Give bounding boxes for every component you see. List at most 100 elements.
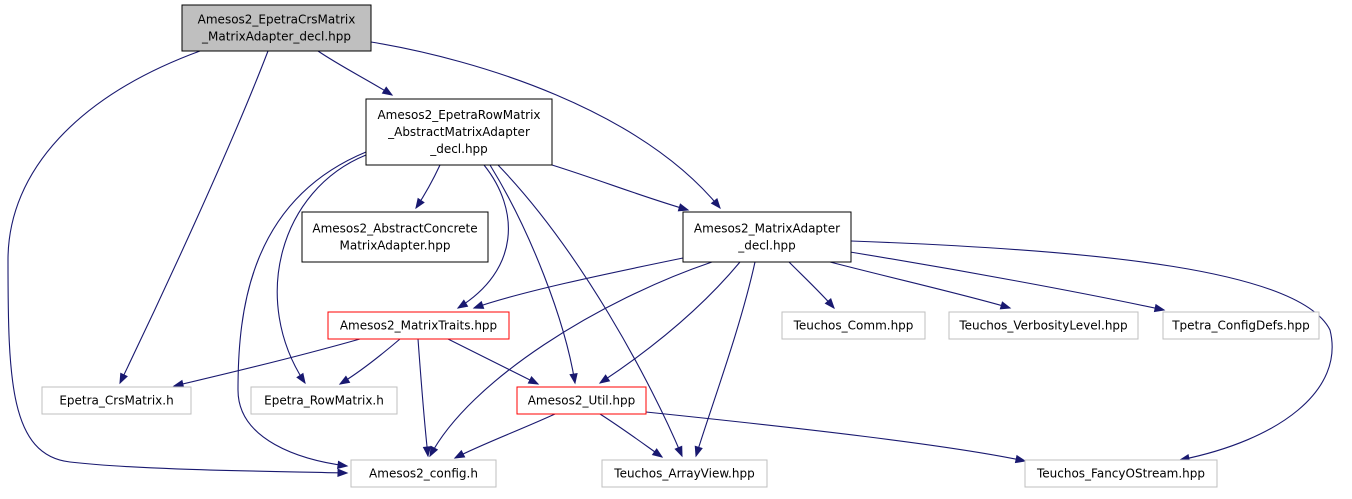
node-label-epetra_row_decl-line-2: _decl.hpp xyxy=(429,142,488,156)
node-box-abstract_concrete xyxy=(301,211,489,263)
node-label-teuchos_comm-line-0: Teuchos_Comm.hpp xyxy=(793,319,914,333)
edge-matrix_adapter_decl-to-amesos2_util xyxy=(599,261,741,384)
edge-matrix_traits-to-epetra_rowmatrix_h xyxy=(339,338,401,385)
node-label-epetra_row_decl-line-0: Amesos2_EpetraRowMatrix xyxy=(377,108,540,122)
node-teuchos_comm[interactable]: Teuchos_Comm.hpp xyxy=(781,311,926,340)
node-matrix_traits[interactable]: Amesos2_MatrixTraits.hpp xyxy=(327,311,510,340)
node-box-amesos2_util xyxy=(516,386,647,415)
node-label-teuchos_fancyostream-line-0: Teuchos_FancyOStream.hpp xyxy=(1036,467,1205,481)
arrowhead-matrix_adapter_decl-to-amesos2_util xyxy=(598,374,611,384)
edge-matrix_traits-to-amesos2_config xyxy=(417,338,429,457)
edge-matrix_adapter_decl-to-teuchos_verbosity xyxy=(829,261,1011,309)
edges-layer xyxy=(7,41,1333,478)
node-label-abstract_concrete-line-0: Amesos2_AbstractConcrete xyxy=(312,222,477,236)
node-label-epetra_row_decl-line-1: _AbstractMatrixAdapter xyxy=(387,125,530,139)
edge-epetra_crs_decl-to-amesos2_config xyxy=(7,50,348,474)
edge-matrix_adapter_decl-to-matrix_traits xyxy=(473,257,684,309)
node-box-epetra_rowmatrix_h xyxy=(250,386,398,415)
arrowhead-epetra_row_decl-to-matrix_traits xyxy=(456,299,469,309)
node-matrix_adapter_decl[interactable]: Amesos2_MatrixAdapter _decl.hpp xyxy=(682,211,852,263)
node-label-abstract_concrete-line-1: MatrixAdapter.hpp xyxy=(340,239,451,253)
node-label-amesos2_util-line-0: Amesos2_Util.hpp xyxy=(528,394,636,408)
node-box-teuchos_verbosity xyxy=(948,311,1139,340)
node-epetra_crsmatrix_h[interactable]: Epetra_CrsMatrix.h xyxy=(41,386,192,415)
node-label-tpetra_configdefs-line-0: Tpetra_ConfigDefs.hpp xyxy=(1171,319,1310,333)
arrowhead-matrix_adapter_decl-to-tpetra_configdefs xyxy=(1153,303,1166,313)
arrowhead-matrix_adapter_decl-to-teuchos_arrayview xyxy=(694,445,703,458)
arrowhead-matrix_adapter_decl-to-teuchos_verbosity xyxy=(999,301,1012,310)
node-label-epetra_crs_decl-line-0: Amesos2_EpetraCrsMatrix xyxy=(198,13,356,27)
node-epetra_rowmatrix_h[interactable]: Epetra_RowMatrix.h xyxy=(250,386,398,415)
edge-amesos2_util-to-teuchos_arrayview xyxy=(599,413,663,458)
arrowhead-epetra_crs_decl-to-matrix_adapter_decl xyxy=(710,197,721,210)
arrowhead-matrix_adapter_decl-to-amesos2_config xyxy=(429,445,439,458)
arrowhead-amesos2_util-to-amesos2_config xyxy=(453,449,466,459)
node-box-matrix_adapter_decl xyxy=(682,211,852,263)
arrowhead-matrix_traits-to-amesos2_config xyxy=(422,446,432,458)
arrowhead-matrix_traits-to-epetra_rowmatrix_h xyxy=(338,375,351,385)
edge-epetra_row_decl-to-epetra_rowmatrix_h xyxy=(276,154,367,384)
edge-matrix_adapter_decl-to-teuchos_fancyostream xyxy=(850,240,1333,461)
nodes-layer: Amesos2_EpetraCrsMatrix _MatrixAdapter_de… xyxy=(41,4,1320,488)
arrowhead-matrix_traits-to-amesos2_util xyxy=(527,375,540,385)
edge-matrix_adapter_decl-to-teuchos_comm xyxy=(788,261,835,309)
edge-matrix_adapter_decl-to-tpetra_configdefs xyxy=(849,251,1165,311)
node-label-epetra_crsmatrix_h-line-0: Epetra_CrsMatrix.h xyxy=(59,394,173,408)
node-amesos2_config[interactable]: Amesos2_config.h xyxy=(350,459,497,488)
node-epetra_crs_decl[interactable]: Amesos2_EpetraCrsMatrix _MatrixAdapter_de… xyxy=(181,4,372,52)
edge-matrix_adapter_decl-to-teuchos_arrayview xyxy=(695,261,756,457)
node-teuchos_fancyostream[interactable]: Teuchos_FancyOStream.hpp xyxy=(1024,459,1218,488)
node-label-matrix_adapter_decl-line-1: _decl.hpp xyxy=(737,239,796,253)
node-label-amesos2_config-line-0: Amesos2_config.h xyxy=(369,467,478,481)
edge-epetra_crs_decl-to-epetra_crsmatrix_h xyxy=(119,50,269,384)
node-label-epetra_rowmatrix_h-line-0: Epetra_RowMatrix.h xyxy=(264,394,384,408)
edge-epetra_crs_decl-to-epetra_row_decl xyxy=(317,50,393,96)
edge-epetra_row_decl-to-matrix_traits xyxy=(457,164,509,309)
node-teuchos_verbosity[interactable]: Teuchos_VerbosityLevel.hpp xyxy=(948,311,1139,340)
arrowhead-epetra_crs_decl-to-epetra_crsmatrix_h xyxy=(119,372,128,385)
node-tpetra_configdefs[interactable]: Tpetra_ConfigDefs.hpp xyxy=(1162,311,1320,340)
node-label-matrix_adapter_decl-line-0: Amesos2_MatrixAdapter xyxy=(694,222,840,236)
edge-epetra_row_decl-to-amesos2_util xyxy=(489,164,576,384)
arrowhead-matrix_adapter_decl-to-matrix_traits xyxy=(472,300,485,309)
node-abstract_concrete[interactable]: Amesos2_AbstractConcreteMatrixAdapter.hp… xyxy=(301,211,489,263)
node-box-tpetra_configdefs xyxy=(1162,311,1320,340)
arrowhead-epetra_row_decl-to-amesos2_config xyxy=(337,460,349,469)
node-box-epetra_row_decl xyxy=(365,98,553,166)
edge-epetra_row_decl-to-amesos2_config xyxy=(237,151,367,467)
node-box-teuchos_arrayview xyxy=(601,459,768,488)
arrowhead-amesos2_util-to-teuchos_fancyostream xyxy=(1014,454,1027,464)
arrowhead-epetra_crs_decl-to-epetra_row_decl xyxy=(381,86,394,96)
arrowhead-matrix_traits-to-epetra_crsmatrix_h xyxy=(172,379,185,388)
edge-matrix_adapter_decl-to-amesos2_config xyxy=(429,261,713,457)
edge-epetra_row_decl-to-matrix_adapter_decl xyxy=(551,164,689,211)
arrowhead-matrix_adapter_decl-to-teuchos_comm xyxy=(824,298,835,310)
node-label-epetra_crs_decl-line-1: _MatrixAdapter_decl.hpp xyxy=(201,30,351,44)
node-label-teuchos_verbosity-line-0: Teuchos_VerbosityLevel.hpp xyxy=(958,319,1127,333)
node-box-epetra_crsmatrix_h xyxy=(41,386,192,415)
edge-matrix_traits-to-amesos2_util xyxy=(447,338,539,385)
node-box-amesos2_config xyxy=(350,459,497,488)
arrowhead-epetra_crs_decl-to-amesos2_config xyxy=(337,468,349,478)
arrowhead-epetra_row_decl-to-teuchos_arrayview xyxy=(674,445,683,458)
arrowhead-amesos2_util-to-teuchos_arrayview xyxy=(651,448,664,458)
arrowhead-epetra_row_decl-to-epetra_rowmatrix_h xyxy=(296,372,306,385)
edge-epetra_crs_decl-to-matrix_adapter_decl xyxy=(370,41,721,209)
node-box-matrix_traits xyxy=(327,311,510,340)
node-box-teuchos_comm xyxy=(781,311,926,340)
node-teuchos_arrayview[interactable]: Teuchos_ArrayView.hpp xyxy=(601,459,768,488)
arrowhead-epetra_row_decl-to-matrix_adapter_decl xyxy=(677,203,690,212)
edge-epetra_row_decl-to-teuchos_arrayview xyxy=(497,164,683,457)
node-epetra_row_decl[interactable]: Amesos2_EpetraRowMatrix _AbstractMatrixAd… xyxy=(365,98,553,166)
arrowhead-epetra_row_decl-to-amesos2_util xyxy=(569,372,578,385)
arrowhead-epetra_row_decl-to-abstract_concrete xyxy=(415,197,425,210)
edge-matrix_traits-to-epetra_crsmatrix_h xyxy=(173,338,361,387)
node-amesos2_util[interactable]: Amesos2_Util.hpp xyxy=(516,386,647,415)
edge-amesos2_util-to-teuchos_fancyostream xyxy=(645,411,1026,462)
node-label-matrix_traits-line-0: Amesos2_MatrixTraits.hpp xyxy=(340,319,497,333)
edge-amesos2_util-to-amesos2_config xyxy=(454,413,556,459)
node-label-teuchos_arrayview-line-0: Teuchos_ArrayView.hpp xyxy=(613,467,754,481)
node-box-epetra_crs_decl xyxy=(181,4,372,52)
node-box-teuchos_fancyostream xyxy=(1024,459,1218,488)
